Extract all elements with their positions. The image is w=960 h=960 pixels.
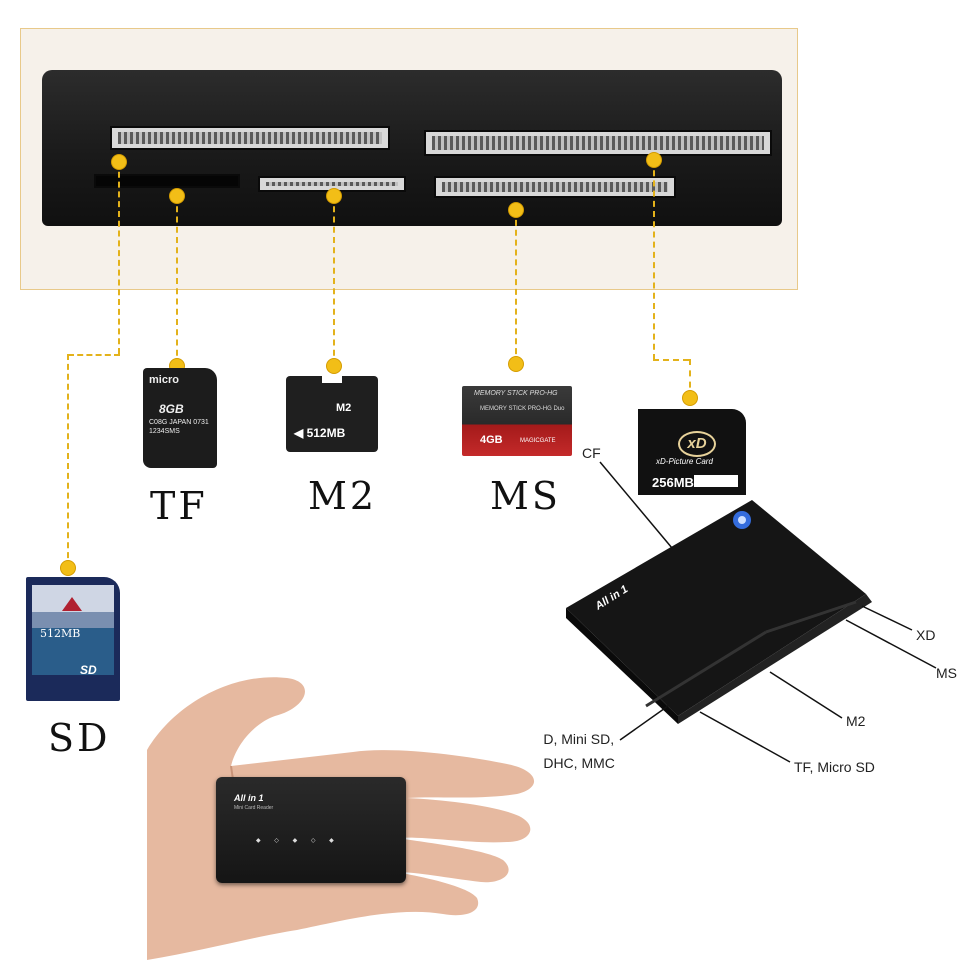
xd-dot <box>647 153 661 167</box>
tf-connector <box>176 196 178 366</box>
ms-label: MS <box>490 474 561 518</box>
ms-connector <box>515 210 517 364</box>
m2-capacity: ◀ 512MB <box>294 426 346 440</box>
callout-tf: TF, Micro SD <box>794 759 875 775</box>
xd-logo: xD <box>678 431 716 457</box>
tf-label: TF <box>150 484 208 528</box>
reader-brand: All in 1 <box>234 793 264 803</box>
tf-text: C08G JAPAN 0731 1234SMS <box>149 419 209 435</box>
callout-m2: M2 <box>846 713 866 729</box>
sd-dot <box>112 155 126 169</box>
ms-line1: MEMORY STICK PRO-HG <box>474 390 558 397</box>
angled-card-reader: All in 1 <box>566 500 872 724</box>
xd-dot-card <box>683 391 697 405</box>
m2-label: M2 <box>308 474 378 518</box>
reader-subtitle: Mini Card Reader <box>234 805 274 811</box>
ms-dot <box>509 203 523 217</box>
tf-card: micro 8GB C08G JAPAN 0731 1234SMS <box>143 368 217 468</box>
tf-capacity: 8GB <box>159 402 184 416</box>
sd-connector <box>118 162 120 354</box>
sd-slot <box>110 126 390 150</box>
m2-card: M2 ◀ 512MB <box>286 375 378 452</box>
tf-dot <box>170 189 184 203</box>
ms-slot <box>434 176 676 198</box>
sd-connector-h <box>68 354 120 356</box>
sd-connector-down <box>67 354 69 568</box>
card-reader-front <box>42 70 782 226</box>
callout-ms: MS <box>936 665 957 681</box>
m2-connector <box>333 196 335 366</box>
magicgate-text: MAGICGATE <box>520 438 556 444</box>
m2-type: M2 <box>336 402 352 414</box>
cf-slot <box>424 130 772 156</box>
xd-card-name: xD-Picture Card <box>656 457 713 466</box>
xd-capacity: 256MB <box>652 475 694 490</box>
micro-logo: micro <box>149 374 179 386</box>
sd-dot-card <box>61 561 75 575</box>
xd-connector <box>653 160 655 360</box>
sd-label: SD <box>48 716 111 760</box>
callout-sd-line2: SDHC, MMC <box>534 755 615 771</box>
sd-card: 512MB SD <box>26 577 120 701</box>
callout-xd: XD <box>916 627 936 643</box>
m2-dot-card <box>327 359 341 373</box>
ms-dot-card <box>509 357 523 371</box>
reader-format-logos: ◆ ◇ ◆ ◇ ◆ <box>256 838 340 844</box>
m2-dot <box>327 189 341 203</box>
ms-card: MEMORY STICK PRO-HG MEMORY STICK PRO-HG … <box>462 386 572 456</box>
xd-connector-h <box>653 359 689 361</box>
xd-connector-down <box>689 359 691 399</box>
xd-card: xD xD-Picture Card 256MB <box>638 409 746 495</box>
callout-sd-line1: SD, Mini SD, <box>534 731 615 747</box>
sd-capacity: 512MB <box>40 627 81 640</box>
ms-capacity: 4GB <box>480 434 503 446</box>
tf-slot <box>94 174 240 188</box>
small-card-reader: All in 1 Mini Card Reader ◆ ◇ ◆ ◇ ◆ <box>216 777 406 883</box>
ms-line2: MEMORY STICK PRO-HG Duo <box>480 406 565 412</box>
sd-logo: SD <box>80 663 97 677</box>
callout-cf: CF <box>582 445 601 461</box>
